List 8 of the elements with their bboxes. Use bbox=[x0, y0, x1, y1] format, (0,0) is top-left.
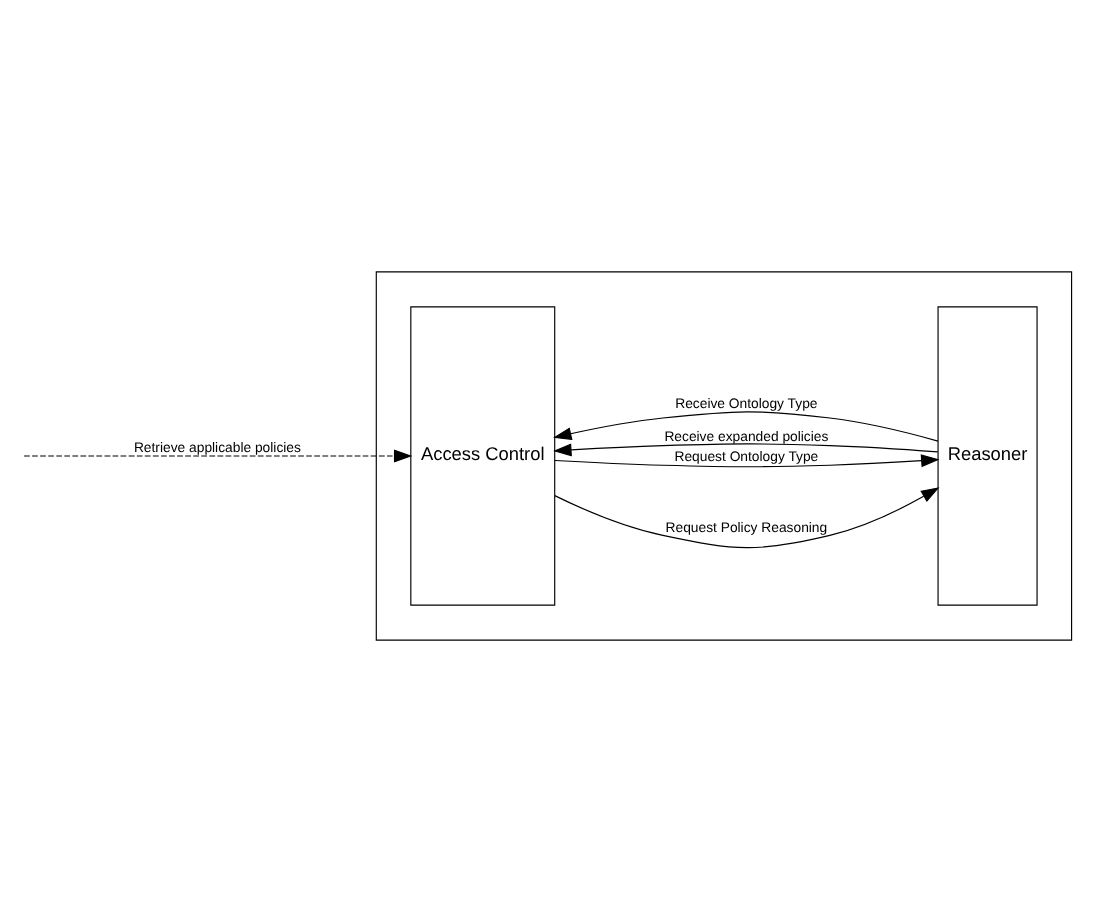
arrow bbox=[554, 454, 940, 468]
arrow bbox=[553, 443, 939, 457]
arrow bbox=[554, 487, 940, 549]
arrow bbox=[23, 449, 413, 463]
arrow bbox=[553, 411, 939, 442]
node-box: Access Control bbox=[410, 306, 556, 606]
node-box: Reasoner bbox=[937, 306, 1038, 606]
cluster bbox=[375, 271, 1073, 641]
